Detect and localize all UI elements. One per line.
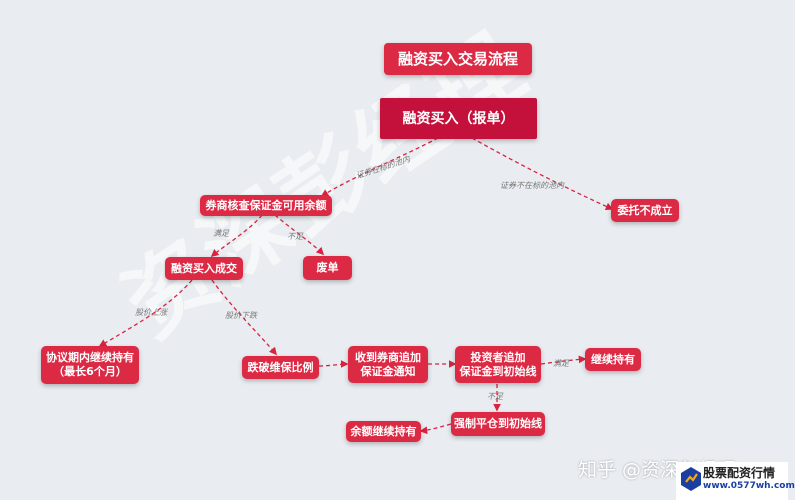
edge-label-not-in-list: 证券不在标的池内: [500, 181, 564, 190]
node-continue-hold[interactable]: 继续持有: [585, 348, 641, 371]
edge-forced-to-remaining: [419, 423, 452, 435]
node-buy-filled[interactable]: 融资买入成交: [165, 257, 243, 280]
edge-check-to-cancelled: [274, 214, 325, 256]
node-root-order[interactable]: 融资买入（报单）: [380, 98, 537, 139]
edge-filled-to-hold: [98, 279, 193, 347]
node-hold-in-term[interactable]: 协议期内继续持有 （最长6个月）: [41, 346, 139, 384]
edge-label-not-satisfied: 不足: [287, 232, 303, 241]
node-remaining-hold[interactable]: 余额继续持有: [346, 421, 421, 442]
edge-filled-to-breach: [211, 279, 278, 356]
edge-label-insufficient: 不足: [487, 392, 503, 401]
edge-root-to-check: [320, 137, 439, 197]
node-order-failed[interactable]: 委托不成立: [611, 199, 679, 222]
node-cancelled[interactable]: 废单: [303, 256, 352, 280]
edge-breach-to-call: [318, 360, 349, 368]
site-url: www.0577wh.com: [703, 481, 795, 491]
edge-label-satisfied: 满足: [213, 229, 229, 238]
node-check-margin[interactable]: 券商核查保证金可用余额: [200, 195, 332, 216]
node-margin-call[interactable]: 收到券商追加 保证金通知: [348, 346, 428, 383]
edge-label-price-up: 股价上涨: [135, 308, 167, 317]
edge-root-to-failed: [471, 137, 614, 210]
node-forced-close[interactable]: 强制平仓到初始线: [451, 412, 545, 436]
edge-label-satisfied-2: 满足: [553, 359, 569, 368]
edge-topup-to-continue: [540, 355, 587, 365]
node-breach-ratio[interactable]: 跌破维保比例: [242, 356, 319, 379]
diagram-title: 融资买入交易流程: [384, 43, 532, 75]
edge-label-price-down: 股价下跌: [225, 311, 257, 320]
edge-check-to-filled: [210, 214, 263, 258]
node-investor-topup[interactable]: 投资者追加 保证金到初始线: [455, 346, 541, 383]
site-name: 股票配资行情: [703, 466, 776, 480]
site-logo-icon: [681, 467, 701, 491]
